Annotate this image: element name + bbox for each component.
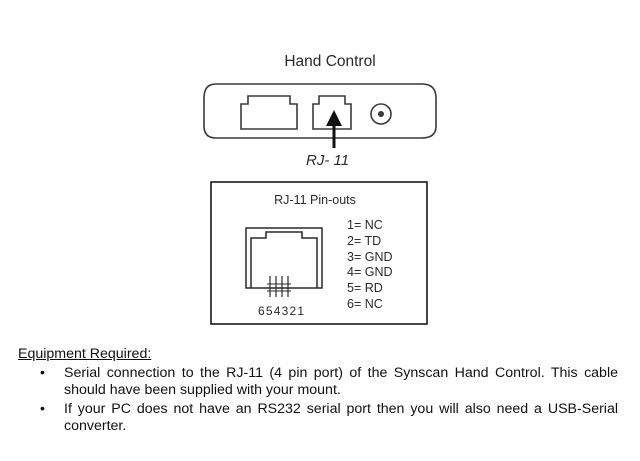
rj-11-jack-icon	[245, 227, 323, 297]
equipment-section: Equipment Required: • Serial connection …	[18, 346, 618, 437]
connection-diagram: Hand Control RJ- 11 RJ-11 Pin-outs 65432…	[203, 53, 437, 325]
pin-2-label: 2= TD	[347, 234, 381, 248]
pin-3-label: 3= GND	[347, 250, 393, 264]
equipment-heading: Equipment Required:	[18, 346, 152, 362]
pin-5-label: 5= RD	[347, 281, 383, 295]
equipment-list: • Serial connection to the RJ-11 (4 pin …	[18, 365, 618, 436]
bullet-icon: •	[40, 364, 45, 381]
pin-1-label: 1= NC	[347, 218, 383, 232]
rj-11-label: RJ- 11	[306, 152, 349, 169]
rj-45-socket	[240, 95, 298, 130]
hand-control-title: Hand Control	[284, 53, 375, 70]
pinout-box	[210, 181, 428, 325]
equipment-item-text: If your PC does not have an RS232 serial…	[64, 400, 618, 435]
power-jack-icon	[370, 103, 392, 125]
list-item: • Serial connection to the RJ-11 (4 pin …	[18, 365, 618, 400]
pin-6-label: 6= NC	[347, 297, 383, 311]
pin-numbers-label: 654321	[258, 304, 305, 318]
arrow-up-icon	[326, 110, 342, 148]
pinout-title: RJ-11 Pin-outs	[274, 193, 356, 207]
bullet-icon: •	[40, 400, 45, 417]
list-item: • If your PC does not have an RS232 seri…	[18, 401, 618, 436]
pin-4-label: 4= GND	[347, 265, 393, 279]
rj-11-socket	[312, 95, 352, 130]
hand-control-body	[203, 83, 437, 139]
equipment-item-text: Serial connection to the RJ-11 (4 pin po…	[64, 364, 618, 399]
